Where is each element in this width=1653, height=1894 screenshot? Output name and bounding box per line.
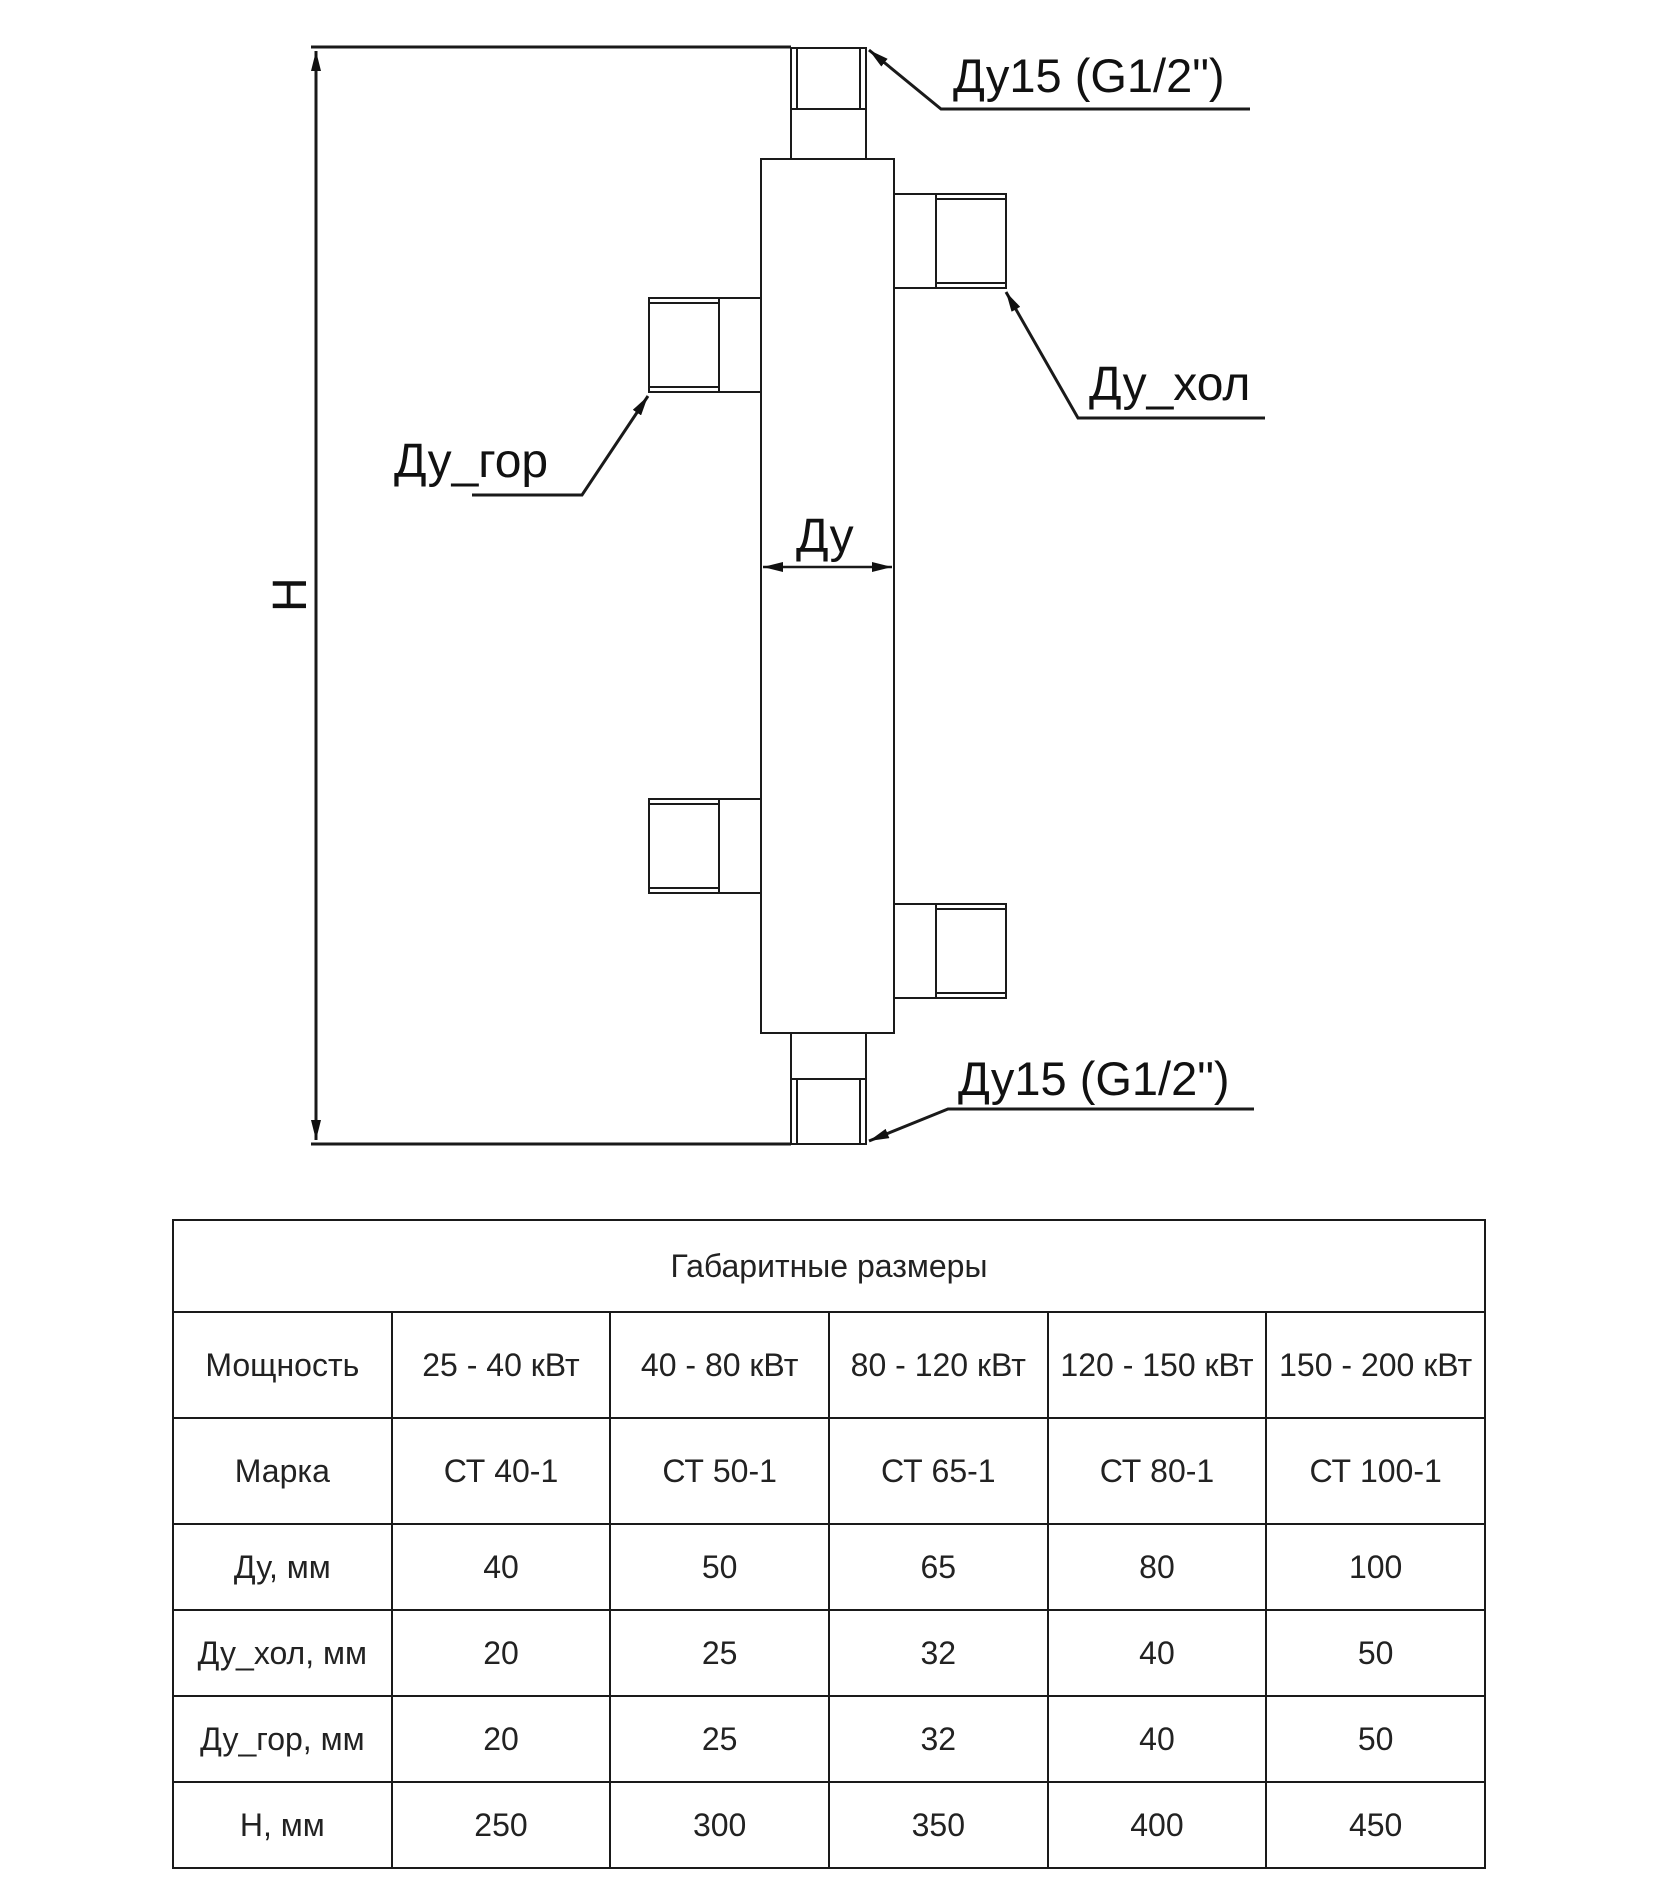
cold-port-label: Ду_хол <box>1089 358 1250 411</box>
height-label: H <box>264 577 317 612</box>
dimensions-table: Габаритные размеры Мощность 25 - 40 кВт … <box>172 1219 1486 1869</box>
table-cell: 250 <box>390 1781 612 1869</box>
table-cell: СТ 50-1 <box>609 1417 830 1525</box>
table-cell: 20 <box>390 1695 612 1783</box>
table-cell: 120 - 150 кВт <box>1046 1311 1268 1419</box>
table-cell: СТ 80-1 <box>1046 1417 1268 1525</box>
table-cell: 450 <box>1265 1781 1486 1869</box>
bottom-port-label: Ду15 (G1/2") <box>958 1052 1230 1105</box>
top-port-leader <box>868 48 1250 111</box>
table-cell: 40 <box>390 1523 612 1611</box>
hydraulic-separator-drawing: Ду15 (G1/2") Ду15 (G1/2") Ду_хол Ду_гор … <box>264 45 1265 1146</box>
cold-port-leader <box>1004 291 1265 420</box>
table-cell: 50 <box>1265 1609 1486 1697</box>
bottom-port-leader <box>868 1107 1254 1143</box>
table-cell: 25 <box>609 1609 830 1697</box>
hot-port-leader <box>472 395 650 497</box>
hot-lower-pipe <box>648 798 762 894</box>
table-cell: 400 <box>1046 1781 1268 1869</box>
table-cell: 20 <box>390 1609 612 1697</box>
table-cell: 80 <box>1046 1523 1268 1611</box>
top-port-label: Ду15 (G1/2") <box>953 49 1225 102</box>
body-diameter-dimension <box>760 556 895 595</box>
table-cell: 100 <box>1265 1523 1486 1611</box>
table-row-du: Ду, мм 40 50 65 80 100 <box>172 1523 1486 1611</box>
table-title: Габаритные размеры <box>172 1219 1486 1313</box>
table-row-du-hot: Ду_гор, мм 20 25 32 40 50 <box>172 1695 1486 1783</box>
height-dimension <box>311 45 791 1146</box>
table-cell: 300 <box>609 1781 830 1869</box>
table-cell: 50 <box>609 1523 830 1611</box>
table-row-height: Н, мм 250 300 350 400 450 <box>172 1781 1486 1869</box>
cold-upper-pipe <box>893 193 1007 289</box>
table-cell: СТ 65-1 <box>827 1417 1049 1525</box>
body-diameter-label: Ду <box>796 510 854 563</box>
table-cell: 65 <box>827 1523 1049 1611</box>
table-cell: 40 <box>1046 1609 1268 1697</box>
table-row-power: Мощность 25 - 40 кВт 40 - 80 кВт 80 - 12… <box>172 1311 1486 1419</box>
row-label-power: Мощность <box>172 1311 393 1419</box>
table-cell: 80 - 120 кВт <box>827 1311 1049 1419</box>
table-cell: 40 - 80 кВт <box>609 1311 830 1419</box>
table-cell: 32 <box>827 1695 1049 1783</box>
table-cell: 150 - 200 кВт <box>1265 1311 1486 1419</box>
hot-port-label: Ду_гор <box>394 435 548 488</box>
top-pipe <box>790 47 867 160</box>
table-cell: 350 <box>827 1781 1049 1869</box>
table-cell: 32 <box>827 1609 1049 1697</box>
table-row-du-cold: Ду_хол, мм 20 25 32 40 50 <box>172 1609 1486 1697</box>
table-row-model: Марка СТ 40-1 СТ 50-1 СТ 65-1 СТ 80-1 СТ… <box>172 1417 1486 1525</box>
row-label-du: Ду, мм <box>172 1523 393 1611</box>
row-label-du-hot: Ду_гор, мм <box>172 1695 393 1783</box>
table-cell: 50 <box>1265 1695 1486 1783</box>
bottom-pipe <box>790 1032 867 1145</box>
table-cell: СТ 40-1 <box>390 1417 612 1525</box>
cold-lower-pipe <box>893 903 1007 999</box>
table-cell: СТ 100-1 <box>1265 1417 1486 1525</box>
row-label-height: Н, мм <box>172 1781 393 1869</box>
hot-upper-pipe <box>648 297 762 393</box>
table-cell: 25 <box>609 1695 830 1783</box>
table-cell: 25 - 40 кВт <box>390 1311 612 1419</box>
separator-body <box>760 158 895 1034</box>
row-label-model: Марка <box>172 1417 393 1525</box>
table-cell: 40 <box>1046 1695 1268 1783</box>
row-label-du-cold: Ду_хол, мм <box>172 1609 393 1697</box>
